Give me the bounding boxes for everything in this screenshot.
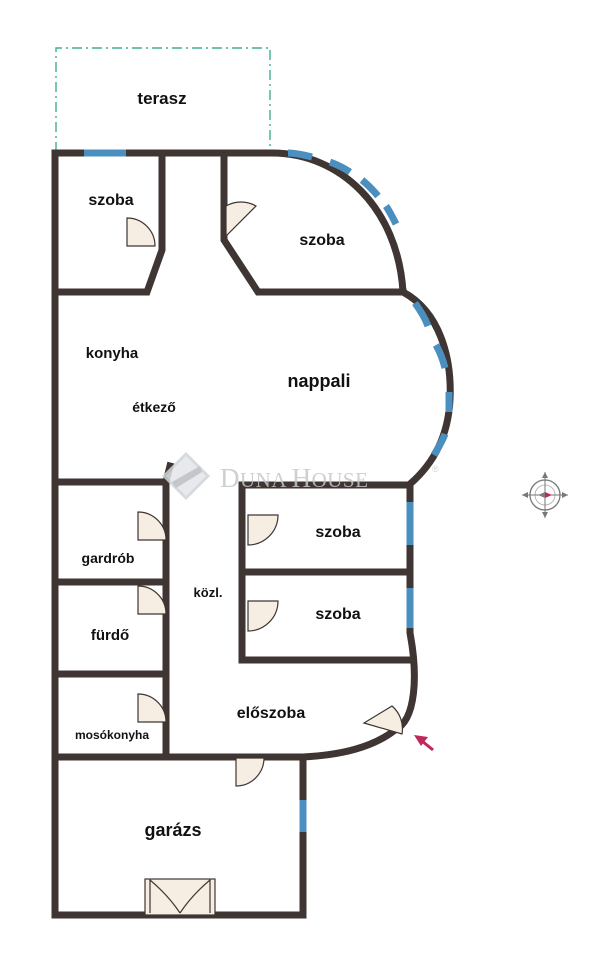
watermark-text-1: D — [220, 463, 240, 493]
label-konyha: konyha — [86, 345, 139, 362]
doors — [126, 201, 404, 916]
watermark-text-3: H — [292, 463, 312, 493]
label-terasz: terasz — [137, 89, 186, 108]
door-swing-icon — [126, 217, 156, 247]
watermark-text-2: UNA — [240, 468, 292, 492]
watermark: DUNA HOUSE ® — [162, 452, 439, 500]
label-gardrob: gardrób — [82, 550, 135, 566]
watermark-mark: ® — [432, 464, 439, 474]
svg-text:DUNA HOUSE: DUNA HOUSE — [220, 463, 368, 493]
label-szoba-top-right: szoba — [299, 232, 344, 249]
door-swing-icon — [225, 201, 257, 238]
terrace-outline — [55, 47, 271, 152]
door-swing-icon — [179, 878, 211, 914]
label-eloszoba: előszoba — [237, 705, 306, 722]
label-mosokonyha: mosókonyha — [75, 728, 149, 742]
windows — [84, 149, 453, 832]
label-szoba-mid-1: szoba — [315, 524, 360, 541]
door-swing-icon — [235, 757, 265, 787]
watermark-text-4: OUSE — [312, 468, 369, 492]
label-garazs: garázs — [144, 820, 201, 840]
exterior-walls — [51, 149, 454, 919]
label-kozl: közl. — [194, 585, 223, 600]
diamond-logo-icon — [162, 452, 210, 500]
door-swing-icon — [247, 600, 279, 632]
door-swing-icon — [149, 878, 181, 914]
entrance-arrow-icon — [414, 735, 434, 752]
door-swing-icon — [137, 585, 167, 615]
label-furdo: fürdő — [91, 627, 129, 644]
room-labels: terasz szoba szoba konyha étkező nappali… — [75, 89, 361, 840]
door-swing-icon — [137, 511, 167, 541]
door-swing-icon — [362, 705, 404, 735]
interior-walls — [51, 149, 414, 761]
label-szoba-mid-2: szoba — [315, 606, 360, 623]
door-swing-icon — [247, 514, 279, 546]
door-swing-icon — [137, 693, 167, 723]
label-szoba-top-left: szoba — [88, 192, 133, 209]
compass-icon — [522, 472, 568, 518]
label-etkezo: étkező — [132, 399, 176, 415]
label-nappali: nappali — [287, 371, 350, 391]
